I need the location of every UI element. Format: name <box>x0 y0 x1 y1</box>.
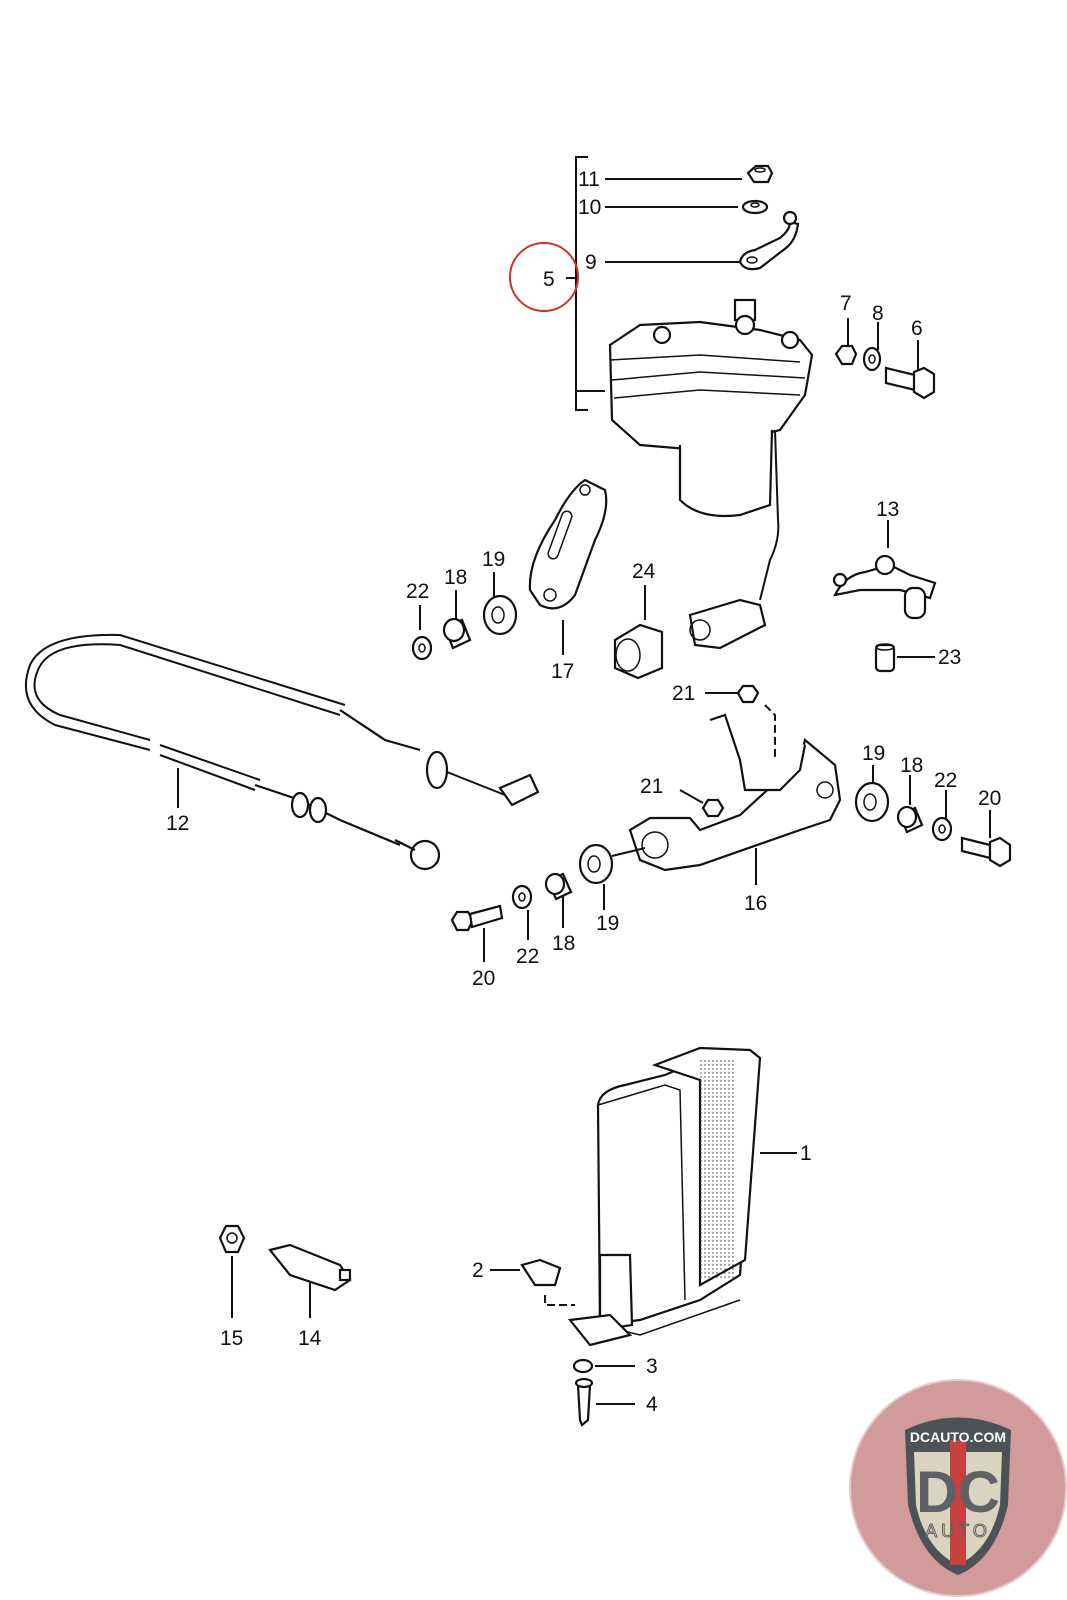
callout-18[interactable]: 18 <box>900 754 923 777</box>
callout-22[interactable]: 22 <box>406 580 429 603</box>
part-19-mount-c[interactable] <box>854 781 890 823</box>
part-2-clip[interactable] <box>520 1258 575 1306</box>
callout-15[interactable]: 15 <box>220 1327 243 1350</box>
callout-23[interactable]: 23 <box>938 646 961 669</box>
part-7-nut[interactable] <box>834 344 858 366</box>
callout-5[interactable]: 5 <box>543 268 555 291</box>
callout-24[interactable]: 24 <box>632 560 656 583</box>
part-8-washer[interactable] <box>862 346 882 372</box>
callout-1[interactable]: 1 <box>800 1142 812 1165</box>
callout-18[interactable]: 18 <box>444 566 467 589</box>
callout-18[interactable]: 18 <box>552 932 575 955</box>
part-22-washer-b[interactable] <box>511 884 533 910</box>
callout-9[interactable]: 9 <box>585 251 597 274</box>
callout-19[interactable]: 19 <box>862 742 885 765</box>
assembly-bracket <box>566 156 605 411</box>
callout-2[interactable]: 2 <box>472 1259 484 1282</box>
part-22-washer-a[interactable] <box>411 635 433 661</box>
mounting-tab <box>567 1313 633 1347</box>
callout-4[interactable]: 4 <box>646 1393 658 1416</box>
part-18-spacer-c[interactable] <box>896 805 924 834</box>
part-10-washer[interactable] <box>741 199 769 215</box>
part-22-washer-c[interactable] <box>931 816 953 842</box>
callout-13[interactable]: 13 <box>876 498 899 521</box>
part-24-sleeve[interactable] <box>613 623 664 680</box>
dcauto-watermark: DCAUTO.COM DC AUTO <box>849 1379 1067 1597</box>
callout-20[interactable]: 20 <box>978 787 1001 810</box>
watermark-top-text: DCAUTO.COM <box>910 1429 1006 1445</box>
part-6-bolt[interactable] <box>884 366 936 400</box>
part-1-control-unit[interactable] <box>596 1046 762 1336</box>
callout-3[interactable]: 3 <box>646 1355 658 1378</box>
callout-16[interactable]: 16 <box>744 892 767 915</box>
part-13-linkage[interactable] <box>832 554 937 620</box>
callout-11[interactable]: 11 <box>578 168 600 191</box>
part-19-mount-a[interactable] <box>482 594 518 636</box>
callout-21[interactable]: 21 <box>672 682 695 705</box>
part-18-spacer-a[interactable] <box>442 617 472 650</box>
part-3-washer[interactable] <box>572 1358 594 1374</box>
callout-8[interactable]: 8 <box>872 302 884 325</box>
callout-22[interactable]: 22 <box>516 945 539 968</box>
watermark-monogram: DC <box>916 1460 1000 1525</box>
part-17-plate[interactable] <box>528 478 608 610</box>
part-12-cable[interactable] <box>25 633 540 871</box>
part-16-bracket[interactable] <box>628 713 842 872</box>
part-11-nut[interactable] <box>746 164 774 184</box>
part-9-lever[interactable] <box>738 210 800 271</box>
callout-19[interactable]: 19 <box>482 548 505 571</box>
callout-10[interactable]: 10 <box>578 196 601 219</box>
part-15-nut[interactable] <box>218 1224 246 1254</box>
callout-17[interactable]: 17 <box>551 660 574 683</box>
part-23-bushing[interactable] <box>874 643 896 673</box>
callout-21[interactable]: 21 <box>640 775 663 798</box>
watermark-sub-text: AUTO <box>925 1521 991 1541</box>
part-20-bolt-a[interactable] <box>450 904 504 932</box>
part-18-spacer-b[interactable] <box>544 872 573 901</box>
part-14-switch[interactable] <box>268 1243 352 1292</box>
part-5-actuator[interactable] <box>608 298 814 601</box>
part-21-nut-a[interactable] <box>736 684 760 704</box>
callout-19[interactable]: 19 <box>596 912 619 935</box>
part-21-nut-b[interactable] <box>701 798 725 818</box>
callout-7[interactable]: 7 <box>840 292 852 315</box>
connector-plug <box>688 598 767 650</box>
callout-22[interactable]: 22 <box>934 769 957 792</box>
part-19-mount-b[interactable] <box>578 843 614 885</box>
callout-20[interactable]: 20 <box>472 967 495 990</box>
part-20-bolt-b[interactable] <box>960 836 1012 868</box>
highlight-circle <box>509 242 579 312</box>
part-4-screw[interactable] <box>574 1377 594 1427</box>
callout-12[interactable]: 12 <box>166 812 189 835</box>
callout-6[interactable]: 6 <box>911 317 923 340</box>
callout-labels: 11 10 9 5 7 8 6 13 24 23 22 18 19 17 21 … <box>166 168 1001 1416</box>
callout-14[interactable]: 14 <box>298 1327 322 1350</box>
